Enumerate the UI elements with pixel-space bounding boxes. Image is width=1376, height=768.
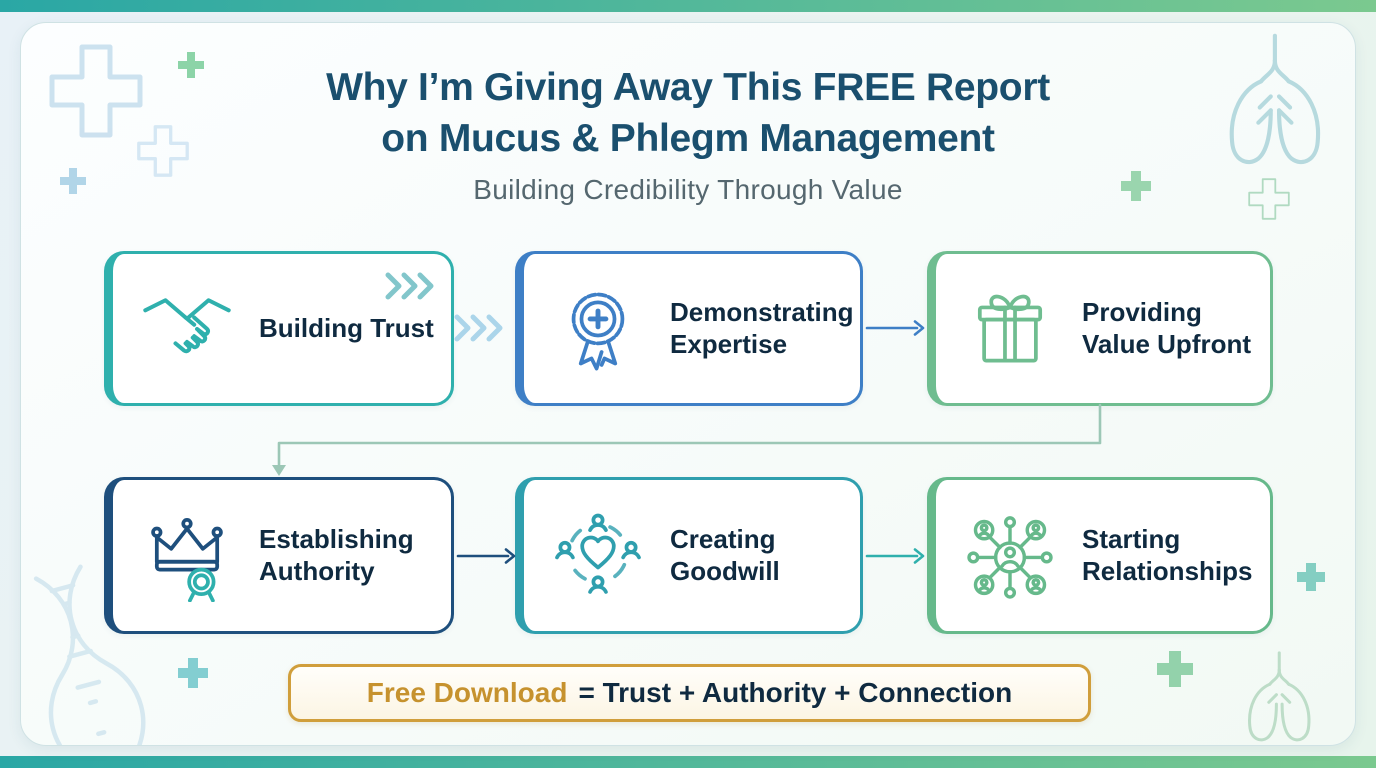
card-label: Building Trust: [259, 312, 434, 343]
banner-highlight: Free Download: [366, 677, 568, 708]
arrow-icon: [456, 548, 516, 564]
lungs-icon: [1229, 33, 1321, 165]
plus-icon: [1121, 171, 1151, 201]
page-title: Why I’m Giving Away This FREE Report on …: [21, 63, 1355, 164]
plus-icon: [60, 168, 86, 194]
card-building-trust: Building Trust: [104, 251, 454, 406]
plus-icon: [1297, 563, 1325, 591]
plus-icon: [178, 52, 204, 78]
gift-icon: [964, 283, 1056, 375]
background-decorations: [33, 33, 1325, 745]
plus-icon: [1157, 651, 1193, 687]
arrow-icon: [865, 548, 925, 564]
card-label: Starting Relationships: [1082, 523, 1253, 586]
bottom-gradient-strip: [0, 756, 1376, 768]
chevrons-icon: [385, 272, 434, 300]
cross-icon: [137, 125, 189, 177]
card-label: Demonstrating Expertise: [670, 296, 854, 359]
heart-community-icon: [552, 510, 644, 602]
banner-equation: = Trust + Authority + Connection: [578, 677, 1013, 708]
page-subtitle: Building Credibility Through Value: [473, 174, 903, 206]
title-line-1: Why I’m Giving Away This FREE Report: [326, 66, 1050, 109]
card-label: Providing Value Upfront: [1082, 296, 1252, 359]
infographic-card: Why I’m Giving Away This FREE Report on …: [20, 22, 1356, 746]
crown-medal-icon: [141, 510, 233, 602]
lungs-icon: [1248, 651, 1311, 742]
title-line-2: on Mucus & Phlegm Management: [381, 116, 995, 160]
card-label: Creating Goodwill: [670, 523, 780, 586]
card-starting-relationships: Starting Relationships: [927, 477, 1273, 634]
card-providing-value: Providing Value Upfront: [927, 251, 1273, 406]
medal-cross-icon: [552, 283, 644, 375]
card-creating-goodwill: Creating Goodwill: [515, 477, 863, 634]
cross-icon: [1248, 178, 1290, 220]
card-establishing-authority: Establishing Authority: [104, 477, 454, 634]
free-download-banner: Free Download = Trust + Authority + Conn…: [288, 664, 1091, 722]
cross-icon: [49, 44, 143, 138]
row-connector-arrow: [272, 403, 1102, 476]
handshake-icon: [141, 283, 233, 375]
card-demonstrating-expertise: Demonstrating Expertise: [515, 251, 863, 406]
chevrons-icon: [454, 314, 503, 342]
card-label: Establishing Authority: [259, 523, 414, 586]
dna-icon: [33, 564, 146, 745]
top-gradient-strip: [0, 0, 1376, 12]
arrow-icon: [865, 320, 925, 336]
plus-icon: [178, 658, 208, 688]
network-icon: [964, 510, 1056, 602]
